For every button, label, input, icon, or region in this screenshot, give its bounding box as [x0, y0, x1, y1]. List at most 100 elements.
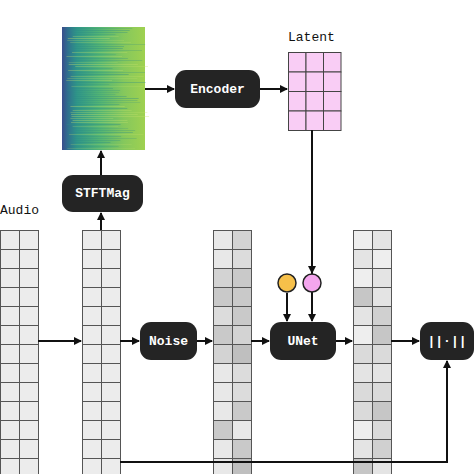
tensor-cell [20, 231, 39, 250]
spectrogram-stripe [72, 52, 127, 53]
spectrogram-stripe [71, 116, 149, 117]
spectrogram-stripe [71, 96, 127, 97]
tensor-cell [1, 307, 20, 326]
spectrogram-stripe [70, 48, 123, 49]
spectrogram-stripe [73, 100, 137, 101]
latent-cell [324, 92, 342, 112]
tensor-cell [1, 231, 20, 250]
heading-label: Audio [0, 203, 44, 218]
spectrogram-stripe [67, 124, 121, 125]
tensor-cell [354, 326, 373, 345]
tensor-cell [102, 250, 121, 269]
process-box: UNet [270, 322, 336, 360]
spectrogram-stripe [71, 144, 132, 145]
tensor-cell [373, 345, 392, 364]
spectrogram-stripe [75, 138, 137, 139]
latent-cell [324, 53, 342, 73]
latent-cell [289, 72, 307, 92]
tensor-cell [354, 307, 373, 326]
spectrogram-stripe [68, 70, 123, 71]
tensor-cell [354, 288, 373, 307]
flow-arrow [391, 340, 419, 342]
tensor-cell [1, 402, 20, 421]
tensor-cell [83, 231, 102, 250]
tensor-cell [1, 364, 20, 383]
box-label: Encoder [190, 82, 245, 97]
tensor-cell [102, 459, 121, 474]
spectrogram-stripe [68, 38, 110, 39]
spectrogram-stripe [76, 130, 136, 131]
spectrogram-stripe [73, 36, 119, 37]
spectrogram-stripe [68, 44, 145, 45]
spectrogram-stripe [67, 148, 135, 149]
spectrogram-stripe [71, 122, 128, 123]
tensor-cell [102, 364, 121, 383]
tensor-cell [83, 421, 102, 440]
tensor-cell [1, 440, 20, 459]
spectrogram-stripe [68, 84, 109, 85]
spectrogram-stripe [69, 134, 143, 135]
tensor-cell [83, 288, 102, 307]
spectrogram-stripe [71, 108, 127, 109]
tensor-cell [102, 231, 121, 250]
tensor-cell [354, 421, 373, 440]
tensor-cell [354, 383, 373, 402]
spectrogram-stripe [67, 90, 121, 91]
tensor-cell [214, 364, 233, 383]
spectrogram-stripe [67, 54, 116, 55]
spectrogram-stripe [70, 106, 124, 107]
tensor-cell [354, 459, 373, 474]
spectrogram-stripe [68, 132, 133, 133]
audio-column: Audio [0, 203, 44, 474]
tensor-cell [83, 326, 102, 345]
tensor-cell [354, 345, 373, 364]
tensor-cell [214, 250, 233, 269]
spectrogram-stripe [73, 34, 116, 35]
tensor-cell [373, 440, 392, 459]
tensor-cell [20, 459, 39, 474]
tensor-cell [373, 459, 392, 474]
tensor-cell [83, 459, 102, 474]
tensor-cell [83, 402, 102, 421]
spectrogram-stripe [76, 58, 128, 59]
tensor-cell [214, 440, 233, 459]
tensor-cell [20, 421, 39, 440]
latent-cell [324, 111, 342, 131]
spectrogram-stripe [71, 98, 139, 99]
tensor-cell [214, 326, 233, 345]
tensor-cell [20, 440, 39, 459]
tensor-cell [83, 440, 102, 459]
tensor-cell [102, 288, 121, 307]
tensor-cell [214, 421, 233, 440]
tensor-cell [1, 345, 20, 364]
tensor-cell [233, 326, 252, 345]
tensor-cell [354, 364, 373, 383]
tensor-cell [83, 345, 102, 364]
heading-label: Latent [288, 30, 341, 45]
tensor-cell [373, 421, 392, 440]
tensor-cell [1, 421, 20, 440]
flow-arrow [260, 88, 287, 90]
spectrogram-stripe [70, 146, 118, 147]
tensor-columns [1, 53, 392, 474]
spectrogram-stripe [67, 102, 140, 103]
flow-arrow [100, 213, 102, 230]
spectrogram-stripe [71, 114, 138, 115]
latent-grid: Latent [288, 30, 341, 130]
tensor-cell [233, 269, 252, 288]
spectrogram-stripe [72, 68, 113, 69]
spectrogram-stripe [68, 104, 120, 105]
box-label: STFTMag [75, 186, 130, 201]
latent-cell [306, 53, 324, 73]
tensor-cell [373, 269, 392, 288]
spectrogram-stripe [71, 88, 113, 89]
tensor-cell [83, 383, 102, 402]
tensor-cell [20, 288, 39, 307]
tensor-cell [102, 269, 121, 288]
latent-cell [289, 111, 307, 131]
spectrogram-stripe [73, 120, 128, 121]
tensor-cell [102, 326, 121, 345]
tensor-cell [233, 250, 252, 269]
tensor-cell [1, 326, 20, 345]
